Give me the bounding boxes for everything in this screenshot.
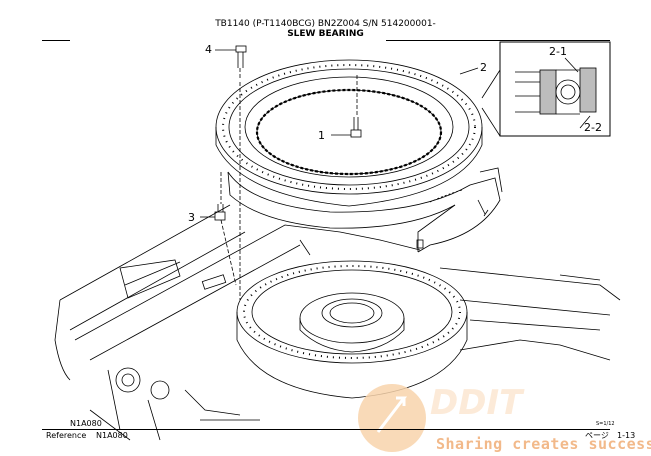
upper-frame-outline (227, 167, 503, 253)
slew-bearing-ring (215, 59, 483, 207)
figure-code: N1A080 (70, 419, 102, 428)
lower-frame-outline (54, 204, 621, 381)
boom-foot-assembly (89, 367, 260, 441)
header-rule-right (386, 40, 610, 41)
watermark-logo: DDIT (358, 383, 525, 452)
callout-2: 2 (480, 61, 487, 74)
page-number: 1-13 (617, 431, 636, 440)
bolt-3 (200, 172, 237, 286)
header-rule-left (42, 40, 70, 41)
lower-swing-circle (236, 260, 468, 399)
page-prefix: ページ (585, 431, 609, 440)
reference-label: Reference (46, 431, 87, 440)
callout-3: 3 (188, 211, 195, 224)
callout-2-leader (459, 67, 479, 75)
scale-note: S=1/12 (596, 421, 615, 427)
page-title: SLEW BEARING (287, 29, 364, 39)
detail-section-view (481, 41, 611, 137)
callout-2-1: 2-1 (549, 45, 567, 58)
bolt-4 (215, 45, 247, 80)
callout-1: 1 (318, 129, 325, 142)
watermark-tagline: Sharing creates success (436, 435, 651, 453)
svg-text:DDIT: DDIT (430, 383, 525, 423)
callout-4: 4 (205, 43, 212, 56)
callout-2-2: 2-2 (584, 121, 602, 134)
bolt-1-center (331, 75, 362, 138)
reference-code: N1A080 (96, 431, 128, 440)
model-serial-line: TB1140 (P-T1140BCG) BN2Z004 S/N 51420000… (215, 19, 436, 29)
footer-rule (42, 429, 610, 430)
